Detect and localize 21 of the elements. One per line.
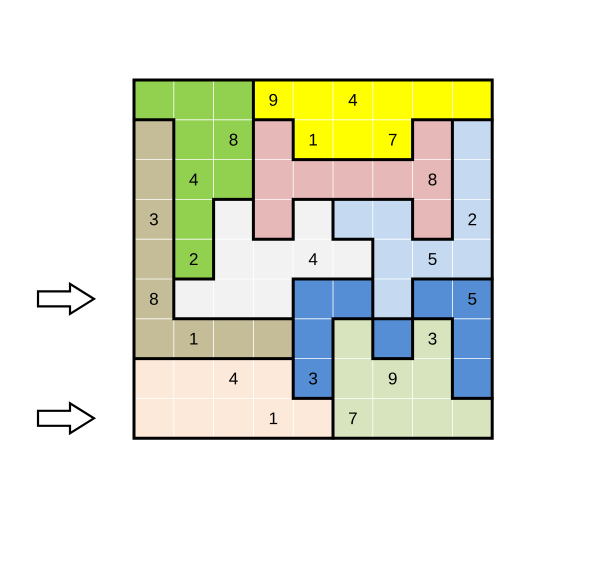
given-digit: 8: [150, 292, 158, 305]
given-digit: 7: [349, 412, 357, 424]
given-digit: 8: [230, 134, 238, 146]
given-digit: 9: [388, 372, 397, 385]
given-digit: 2: [190, 253, 198, 266]
given-digit: 4: [189, 174, 198, 186]
given-digit: 5: [428, 253, 436, 266]
given-digit: 3: [309, 372, 318, 385]
given-digit: 7: [388, 134, 397, 146]
given-digit: 9: [269, 94, 278, 106]
given-digit: 2: [468, 213, 476, 226]
given-digit: 1: [310, 134, 317, 146]
given-digit: 3: [428, 332, 436, 345]
given-digit: 4: [308, 253, 318, 265]
given-digit: 8: [428, 173, 436, 186]
given-digit: 1: [190, 332, 198, 345]
given-digit: 1: [270, 412, 278, 424]
given-digit: 5: [468, 292, 476, 305]
given-digit: 3: [150, 213, 158, 226]
given-digit: 4: [348, 94, 358, 106]
given-digit: 4: [229, 372, 238, 384]
